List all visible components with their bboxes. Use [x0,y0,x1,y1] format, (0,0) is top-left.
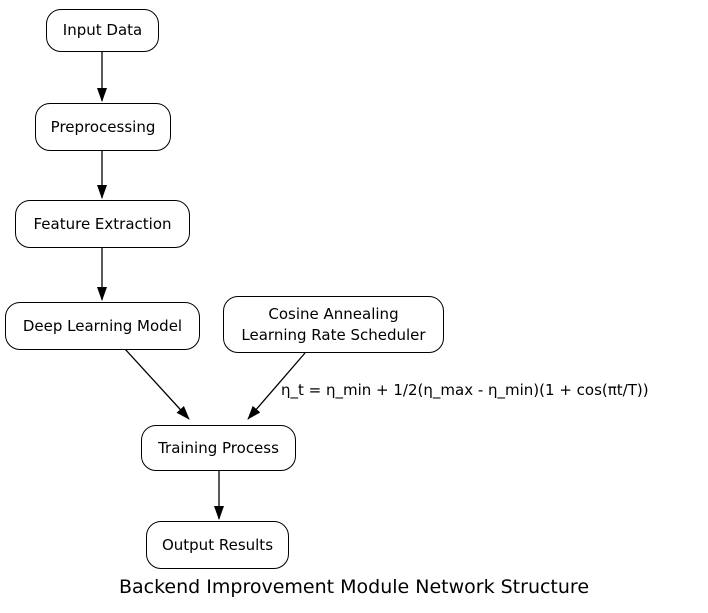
node-label: Training Process [158,438,279,457]
node-label: Output Results [161,535,274,554]
node-label-line2: Learning Rate Scheduler [241,325,426,344]
node-training-process: Training Process [141,425,296,471]
node-label: Input Data [62,21,143,39]
node-output-results: Output Results [146,521,289,569]
diagram-title: Backend Improvement Module Network Struc… [118,576,590,598]
node-label: Deep Learning Model [22,316,183,335]
node-preprocessing: Preprocessing [35,103,171,151]
cosine-formula-label: η_t = η_min + 1/2(η_max - η_min)(1 + cos… [281,381,649,399]
node-label-line1: Cosine Annealing [268,304,399,323]
edge-cosine-to-training [247,352,306,420]
node-input-data: Input Data [46,9,159,52]
node-label: Preprocessing [50,117,156,136]
node-feature-extraction: Feature Extraction [15,200,190,248]
node-label: Feature Extraction [33,214,172,233]
node-cosine-annealing-scheduler: Cosine Annealing Learning Rate Scheduler [223,296,444,353]
edge-deep-to-training [124,348,190,420]
node-deep-learning-model: Deep Learning Model [5,302,200,350]
